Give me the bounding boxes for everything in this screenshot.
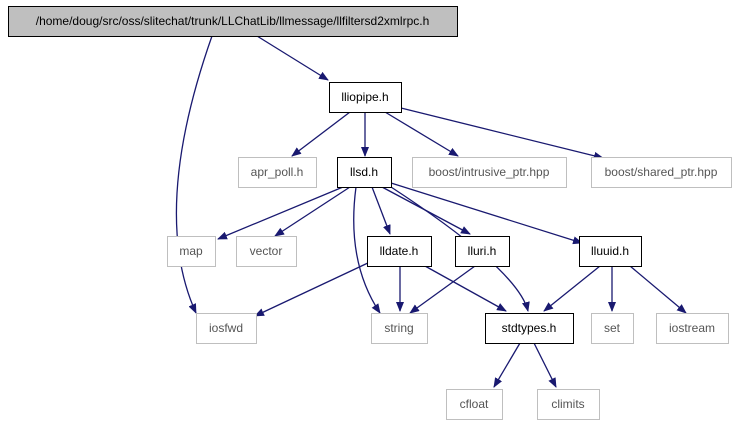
node-iosfwd: iosfwd (196, 313, 257, 344)
node-iostream: iostream (656, 313, 729, 344)
node-lluuid[interactable]: lluuid.h (579, 236, 642, 267)
node-label: iostream (669, 321, 715, 335)
edge-stdtypes-to-climits (533, 342, 557, 388)
node-label: vector (250, 244, 283, 258)
node-string: string (371, 313, 428, 344)
edge-lliopipe-to-shared_ptr (400, 107, 604, 160)
node-vector: vector (236, 236, 297, 267)
node-box (167, 236, 216, 267)
node-label: apr_poll.h (251, 165, 304, 179)
node-box (238, 157, 317, 188)
node-root[interactable]: /home/doug/src/oss/slitechat/trunk/LLCha… (8, 6, 458, 37)
node-llsd[interactable]: llsd.h (337, 157, 392, 188)
node-label: climits (551, 397, 584, 411)
node-box (579, 236, 642, 267)
node-box (446, 389, 503, 420)
node-box (537, 389, 600, 420)
edge-stdtypes-to-cfloat (493, 342, 521, 388)
node-apr_poll: apr_poll.h (238, 157, 317, 188)
node-lliopipe[interactable]: lliopipe.h (329, 82, 402, 113)
node-label: stdtypes.h (502, 321, 557, 335)
node-lluri[interactable]: lluri.h (455, 236, 510, 267)
node-box (591, 313, 634, 344)
node-intrusive_ptr: boost/intrusive_ptr.hpp (412, 157, 567, 188)
node-label: string (384, 321, 413, 335)
node-label: set (604, 321, 621, 335)
edge-root-to-iosfwd (175, 35, 213, 314)
node-box (485, 313, 574, 344)
node-box (329, 82, 402, 113)
node-box (412, 157, 567, 188)
edge-root-to-lliopipe (256, 35, 329, 81)
node-label: cfloat (460, 397, 489, 411)
node-label: lluuid.h (591, 244, 629, 258)
edge-llsd-to-lldate (371, 186, 391, 235)
node-stdtypes[interactable]: stdtypes.h (485, 313, 574, 344)
node-box (8, 6, 458, 37)
edge-llsd-to-map (217, 186, 344, 240)
edge-lluuid-to-stdtypes (543, 265, 601, 312)
node-box (656, 313, 729, 344)
node-label: boost/shared_ptr.hpp (605, 165, 718, 179)
node-box (236, 236, 297, 267)
edge-lluri-to-string (409, 265, 476, 314)
node-set: set (591, 313, 634, 344)
node-label: llsd.h (350, 165, 378, 179)
edge-lldate-to-stdtypes (424, 265, 507, 312)
node-lldate[interactable]: lldate.h (367, 236, 432, 267)
node-box (367, 236, 432, 267)
edge-llsd-to-string (353, 186, 381, 314)
node-box (455, 236, 510, 267)
node-box (196, 313, 257, 344)
node-label: map (179, 244, 203, 258)
node-shared_ptr: boost/shared_ptr.hpp (591, 157, 732, 188)
node-label: lliopipe.h (341, 90, 388, 104)
edge-lldate-to-iosfwd (254, 261, 371, 317)
edge-lliopipe-to-apr_poll (291, 111, 351, 157)
node-label: boost/intrusive_ptr.hpp (429, 165, 550, 179)
edge-llsd-to-vector (274, 186, 351, 237)
edge-lluuid-to-iostream (629, 265, 687, 314)
node-climits: climits (537, 389, 600, 420)
node-box (591, 157, 732, 188)
nodes: /home/doug/src/oss/slitechat/trunk/LLCha… (8, 6, 732, 420)
node-label: /home/doug/src/oss/slitechat/trunk/LLCha… (36, 14, 430, 28)
node-label: lldate.h (380, 244, 419, 258)
node-cfloat: cfloat (446, 389, 503, 420)
edge-llsd-to-lluuid (390, 182, 583, 245)
node-label: lluri.h (468, 244, 497, 258)
edge-lliopipe-to-intrusive_ptr (384, 111, 459, 157)
node-box (337, 157, 392, 188)
node-box (371, 313, 428, 344)
node-map: map (167, 236, 216, 267)
node-label: iosfwd (209, 321, 243, 335)
